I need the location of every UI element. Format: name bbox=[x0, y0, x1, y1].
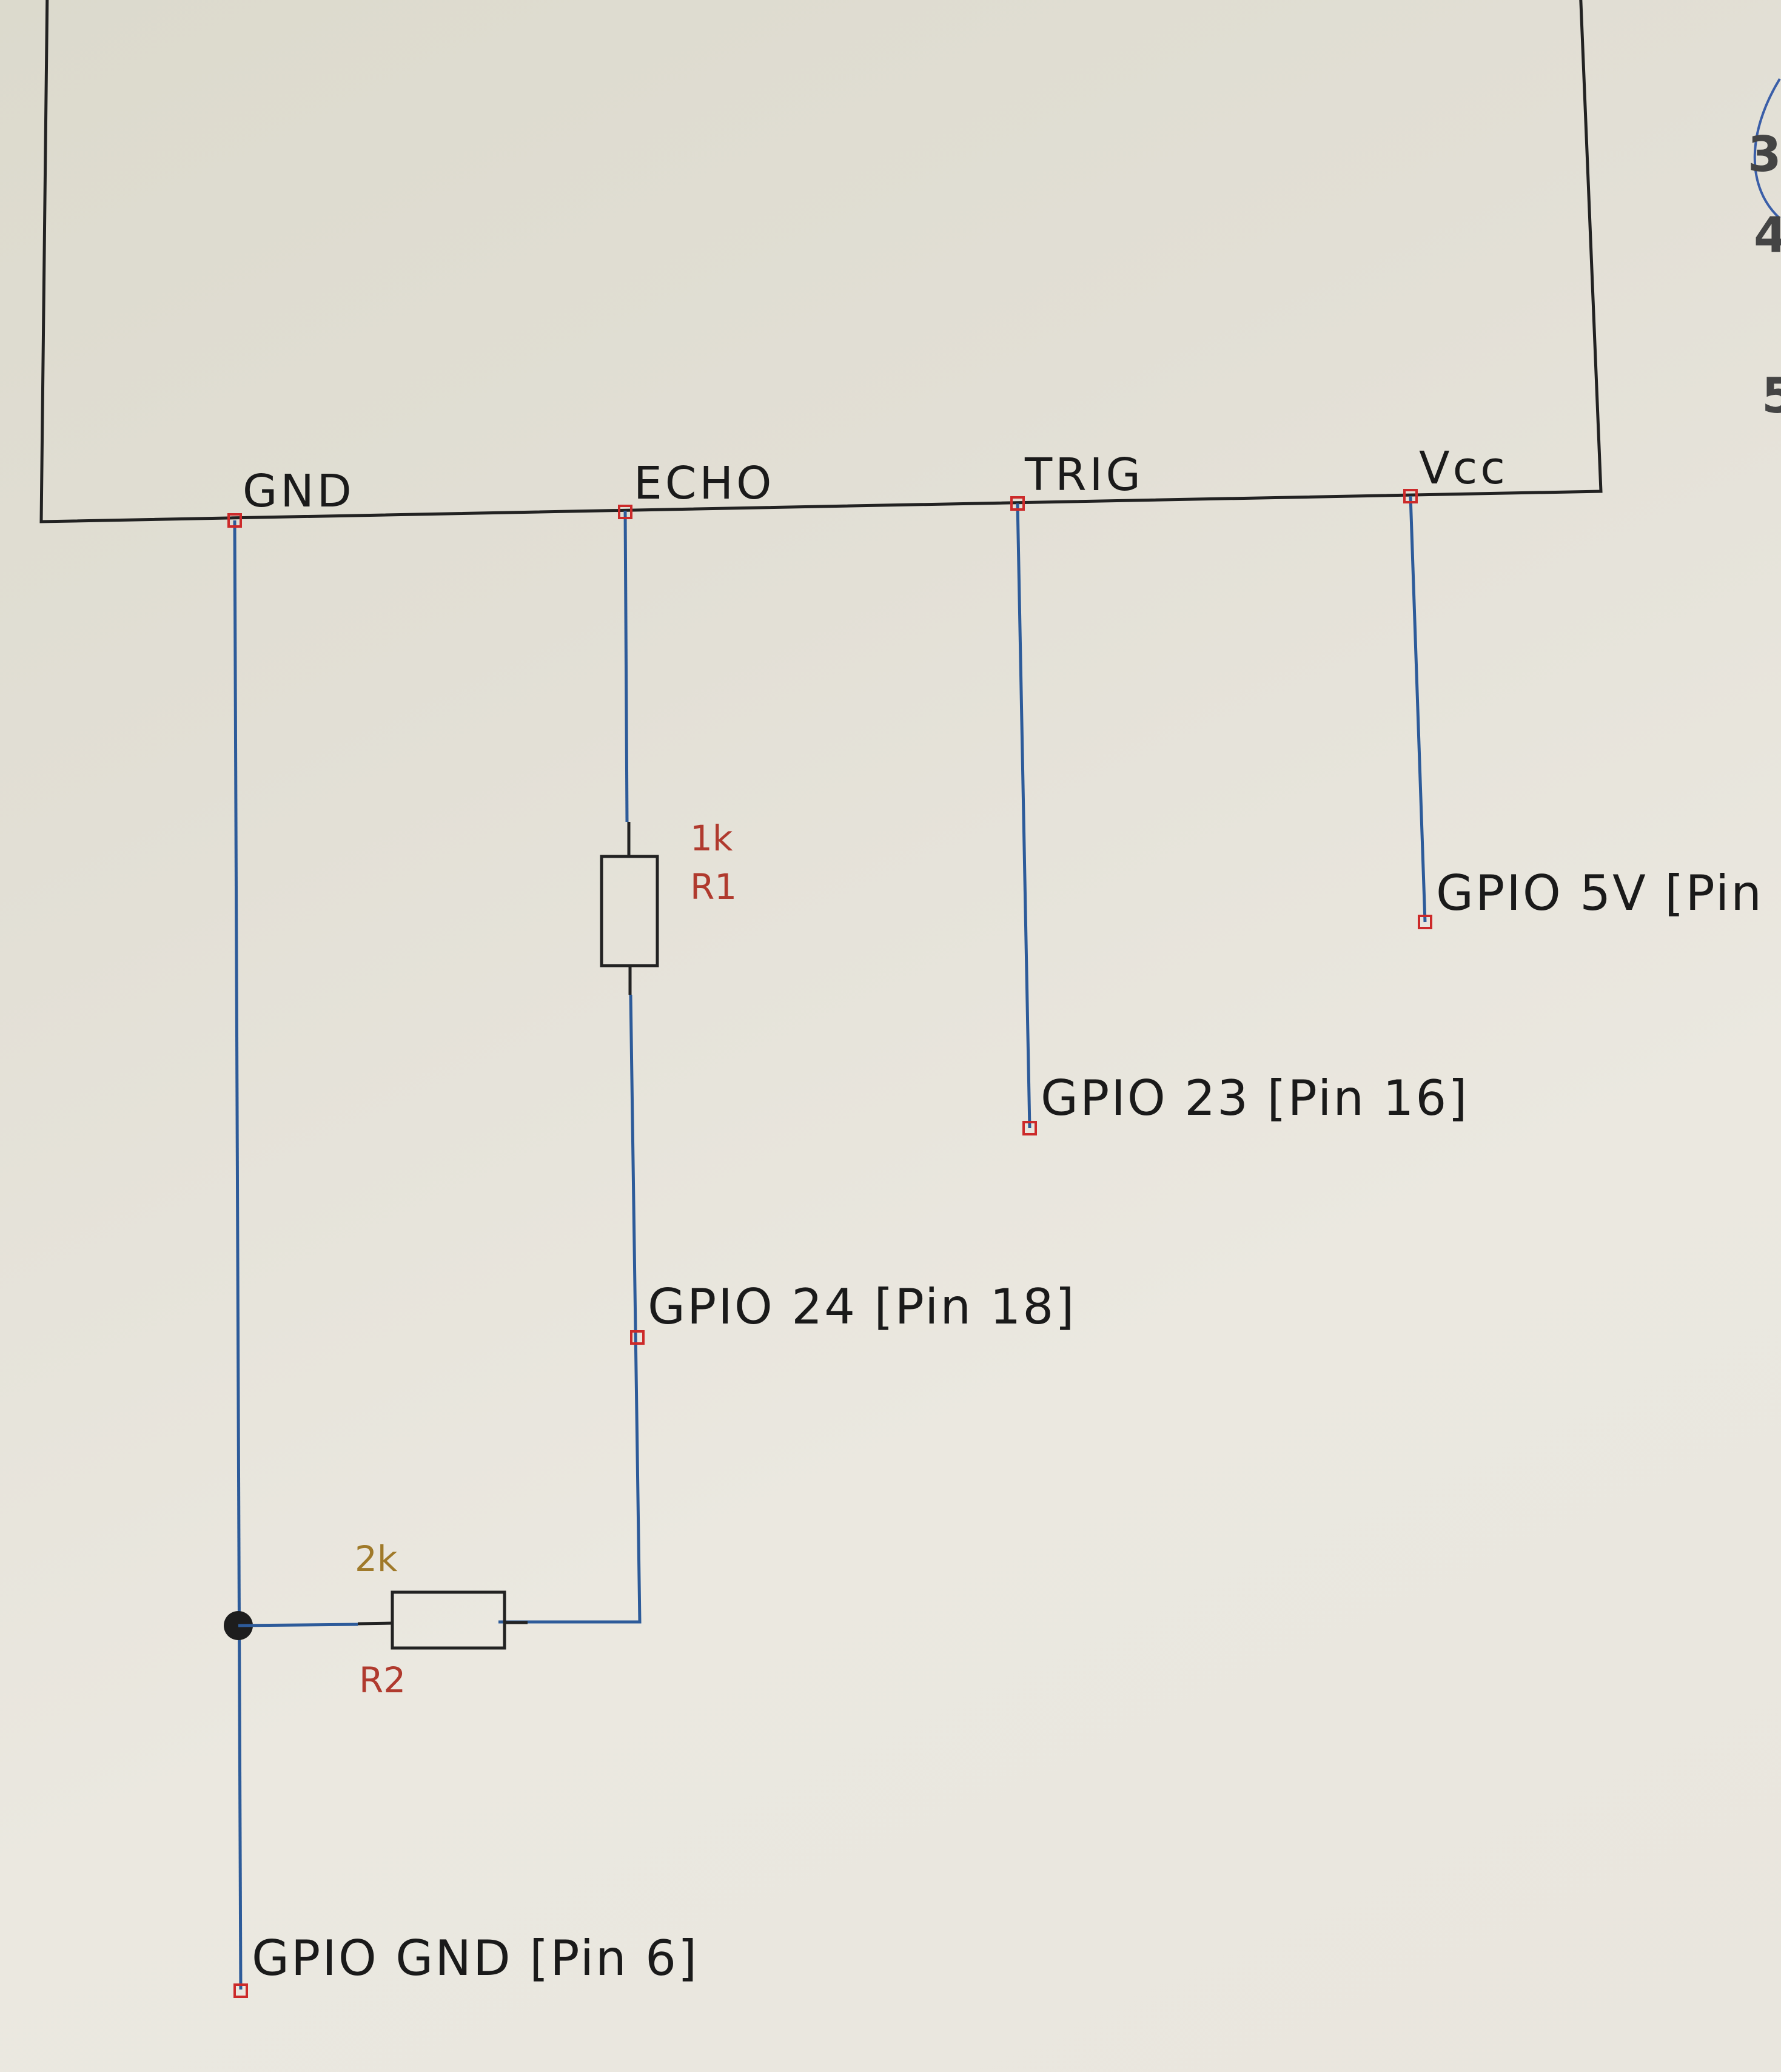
pin-label-vcc: Vcc bbox=[1419, 442, 1508, 494]
trig-pin-terminal bbox=[1010, 496, 1025, 511]
gpio-gnd-terminal bbox=[233, 1983, 248, 1998]
gnd-pin-terminal bbox=[227, 513, 242, 528]
r2-value-label: 2k bbox=[355, 1538, 398, 1579]
net-label-gpio24: GPIO 24 [Pin 18] bbox=[648, 1279, 1076, 1335]
net-label-gpio-gnd: GPIO GND [Pin 6] bbox=[252, 1930, 699, 1986]
edge-number-3: 3 bbox=[1748, 126, 1781, 183]
pin-label-trig: TRIG bbox=[1024, 449, 1144, 501]
adjacent-drawing-arc bbox=[1753, 78, 1781, 220]
vcc-wire bbox=[1409, 496, 1427, 923]
pin-label-echo: ECHO bbox=[634, 457, 774, 510]
edge-number-4: 4 bbox=[1754, 207, 1781, 263]
sensor-module-outline bbox=[39, 0, 1603, 523]
resistor-r1 bbox=[600, 855, 659, 967]
vcc-pin-terminal bbox=[1403, 489, 1418, 503]
gpio24-terminal bbox=[630, 1330, 645, 1345]
echo-wire-lower bbox=[498, 994, 642, 1624]
edge-number-5: 5 bbox=[1762, 368, 1781, 424]
r2-ref-label: R2 bbox=[359, 1660, 406, 1701]
gpio23-terminal bbox=[1022, 1121, 1037, 1135]
r1-value-label: 1k bbox=[690, 818, 733, 859]
net-label-gpio23: GPIO 23 [Pin 16] bbox=[1041, 1070, 1469, 1126]
pin-label-gnd: GND bbox=[243, 465, 355, 517]
gnd-wire bbox=[233, 520, 243, 1990]
r1-ref-label: R1 bbox=[690, 866, 737, 907]
echo-pin-terminal bbox=[618, 505, 632, 519]
r2-wire-left bbox=[238, 1623, 358, 1627]
net-label-gpio5v: GPIO 5V [Pin bbox=[1436, 865, 1763, 921]
gpio5v-terminal bbox=[1418, 915, 1432, 929]
echo-wire-upper bbox=[623, 510, 629, 822]
trig-wire bbox=[1016, 503, 1031, 1129]
resistor-r2 bbox=[391, 1590, 506, 1650]
resistor-r2-lead-left bbox=[357, 1621, 393, 1626]
